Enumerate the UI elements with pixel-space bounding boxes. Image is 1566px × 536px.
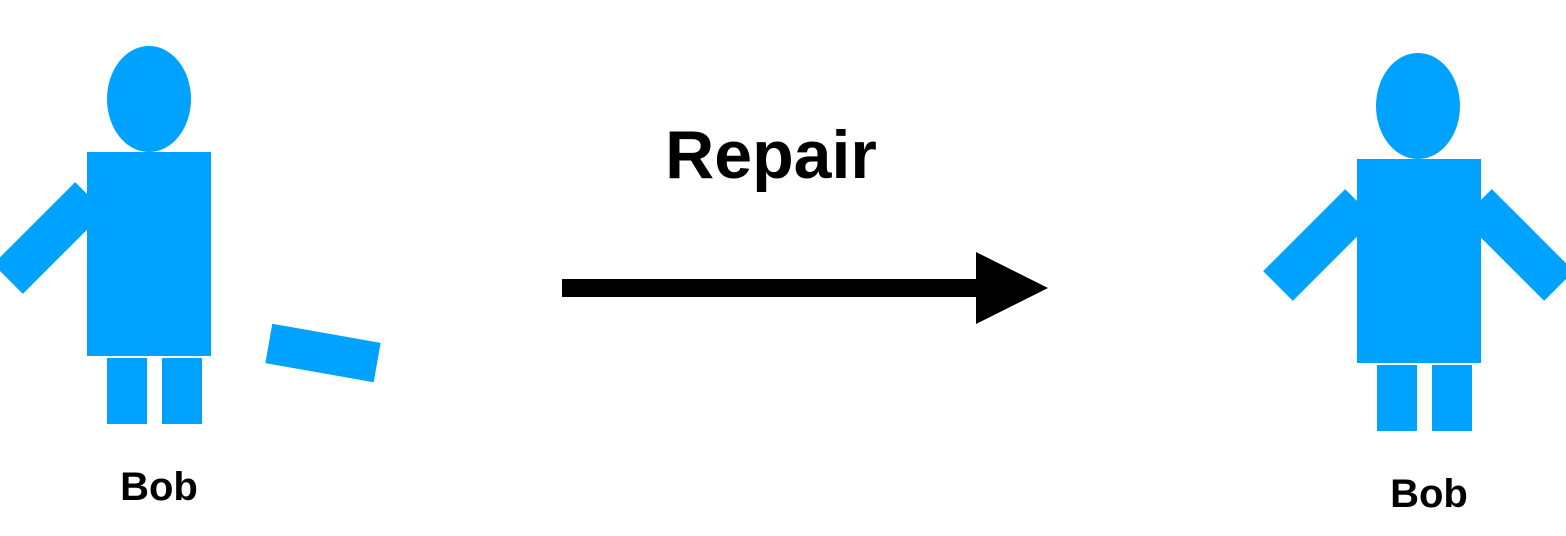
figure-broken-right-leg [162, 358, 202, 424]
figure-repaired-right-leg [1432, 365, 1472, 431]
figure-repaired: Bob [1263, 53, 1566, 516]
figure-repaired-name: Bob [1390, 472, 1468, 516]
figure-repaired-torso [1357, 159, 1481, 363]
figure-repaired-left-leg [1377, 365, 1417, 431]
figure-broken-name: Bob [120, 465, 198, 509]
arrow-icon [562, 252, 1048, 324]
figure-broken-head [107, 46, 191, 152]
figure-broken: Bob [0, 46, 381, 509]
arrow-head [976, 252, 1048, 324]
figure-repaired-head [1376, 53, 1460, 159]
arrow-shaft [562, 279, 982, 297]
figure-broken-left-arm [0, 182, 105, 294]
figure-repaired-left-arm [1263, 189, 1375, 301]
figure-broken-left-leg [107, 358, 147, 424]
figure-repaired-right-arm [1462, 189, 1566, 301]
action-label: Repair [665, 117, 877, 193]
figure-broken-detached-arm [265, 323, 381, 383]
figure-broken-torso [87, 152, 211, 356]
